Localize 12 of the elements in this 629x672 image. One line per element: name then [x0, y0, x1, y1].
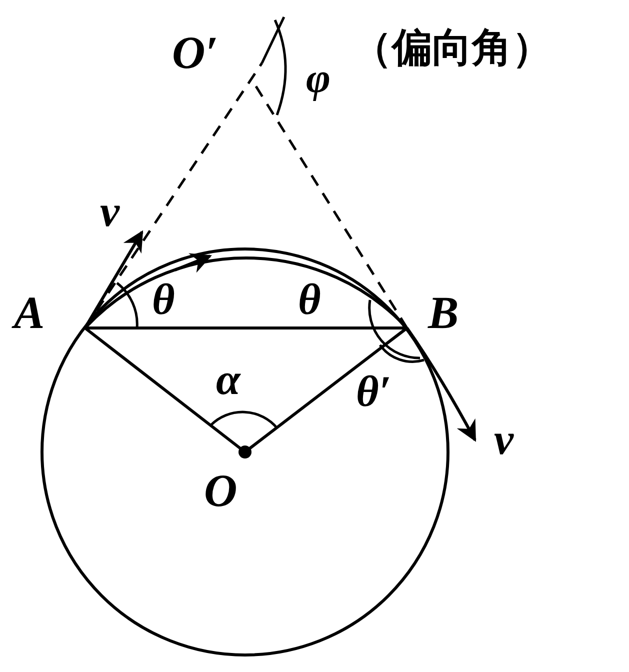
- angle-label: φ: [306, 58, 331, 100]
- angle-label: θ′: [356, 370, 392, 414]
- angle-label: θ: [298, 278, 321, 322]
- point-label: B: [428, 290, 459, 336]
- angle-label: θ: [152, 278, 175, 322]
- angle-label: α: [216, 358, 240, 402]
- point-label: A: [14, 290, 45, 336]
- angle-note: （偏向角）: [352, 28, 552, 68]
- velocity-label: v: [100, 190, 120, 234]
- point-label: O′: [172, 30, 218, 76]
- velocity-label: v: [494, 418, 514, 462]
- point-label: O: [204, 468, 238, 514]
